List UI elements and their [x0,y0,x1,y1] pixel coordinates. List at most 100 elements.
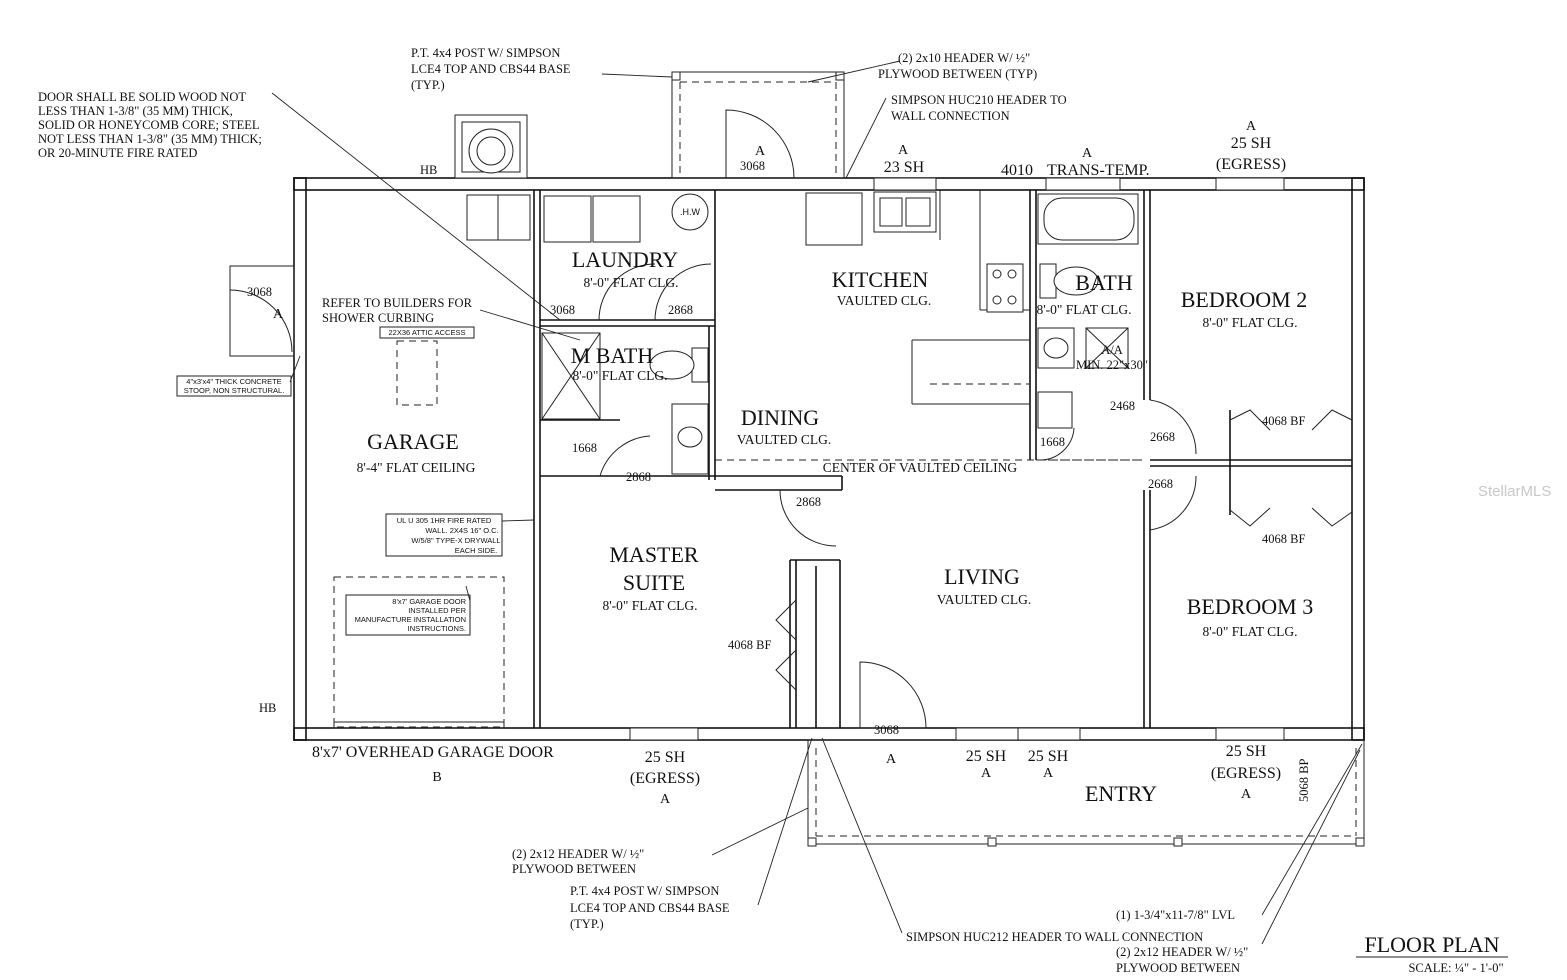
tag-door: 4068 BF [1262,414,1305,428]
tag-door: 2868 [796,495,821,509]
door-swings [229,109,1353,729]
tag-door: 3068 [550,303,575,317]
watermark: StellarMLS [1478,483,1551,500]
room-dining-ceiling: VAULTED CLG. [737,432,832,447]
tag-type-a: A [273,307,284,322]
room-bedroom2-name: BEDROOM 2 [1181,287,1308,312]
drawing-title: FLOOR PLAN [1364,932,1499,957]
room-laundry-name: LAUNDRY [572,247,678,272]
note-overhead-door: 8'x7' OVERHEAD GARAGE DOOR [312,744,554,761]
note-fire-wall-3: W/5/8" TYPE-X DRYWALL [411,536,500,545]
note-stoop-2: STOOP, NON STRUCTURAL. [184,386,285,395]
note-line: LCE4 TOP AND CBS44 BASE [411,62,571,76]
room-mbath-ceiling: 8'-0" FLAT CLG. [572,368,667,383]
tag-type-a: A [1246,119,1257,134]
room-master-name-2: SUITE [623,570,685,595]
tag-type-a: A [981,766,992,781]
room-dining-name: DINING [741,405,819,430]
note-garage-door-2: INSTALLED PER [408,606,466,615]
note-stoop-1: 4"x3'x4" THICK CONCRETE [186,377,281,386]
note-line: (2) 2x10 HEADER W/ ½" [898,51,1030,65]
tag-hb: HB [420,163,437,177]
windows [629,177,1285,741]
note-line: SIMPSON HUC210 HEADER TO [891,93,1067,107]
room-kitchen-name: KITCHEN [832,267,929,292]
note-header-2x12-right: (2) 2x12 HEADER W/ ½" PLYWOOD BETWEEN [1116,945,1248,975]
note-line: OR 20-MINUTE FIRE RATED [38,146,197,160]
tag-egress: (EGRESS) [630,770,700,787]
note-line: PLYWOOD BETWEEN [1116,961,1240,975]
note-garage-door-4: INSTRUCTIONS. [408,624,466,633]
note-fire-wall-2: WALL. 2X4S 16" O.C. [425,526,498,535]
room-bedroom2-ceiling: 8'-0" FLAT CLG. [1202,315,1297,330]
note-header-2x10: (2) 2x10 HEADER W/ ½" PLYWOOD BETWEEN (T… [878,51,1037,81]
interior-walls [533,190,1352,728]
note-line: SOLID OR HONEYCOMB CORE; STEEL [38,118,260,132]
note-line: (TYP.) [570,917,604,931]
stoop [229,265,295,357]
note-line: P.T. 4x4 POST W/ SIMPSON [570,884,719,898]
note-attic-access: 22X36 ATTIC ACCESS [389,328,466,337]
note-post-top: P.T. 4x4 POST W/ SIMPSON LCE4 TOP AND CB… [411,46,571,92]
tag-door: 3068 [247,285,272,299]
tag-hb: HB [259,701,276,715]
note-line: LCE4 TOP AND CBS44 BASE [570,901,730,915]
leader-lines [271,60,1363,945]
room-living-ceiling: VAULTED CLG. [937,592,1032,607]
note-lvl: (1) 1-3/4"x11-7/8" LVL [1116,908,1235,922]
tag-window: 25 SH [645,749,686,766]
room-bath-ceiling: 8'-0" FLAT CLG. [1036,302,1131,317]
callouts: A 3068 A 23 SH 4010 A TRANS-TEMP. A 25 S… [247,119,1311,807]
room-master-ceiling: 8'-0" FLAT CLG. [602,598,697,613]
tag-door: 2868 [668,303,693,317]
note-line: P.T. 4x4 POST W/ SIMPSON [411,46,560,60]
note-line: REFER TO BUILDERS FOR [322,296,473,310]
tag-window: 25 SH [1028,748,1069,765]
note-fire-wall-1: UL U 305 1HR FIRE RATED [397,516,492,525]
exterior-walls [293,177,1365,741]
tag-door: 5068 BP [1297,759,1311,802]
tag-window: 25 SH [966,748,1007,765]
room-garage-ceiling: 8'-4" FLAT CEILING [357,460,476,475]
note-line: PLYWOOD BETWEEN [512,862,636,876]
tag-window: 23 SH [884,159,925,176]
room-laundry-ceiling: 8'-0" FLAT CLG. [583,275,678,290]
tag-door: 2468 [1110,399,1135,413]
note-header-2x12-left: (2) 2x12 HEADER W/ ½" PLYWOOD BETWEEN [512,847,644,876]
note-garage-door-3: MANUFACTURE INSTALLATION [355,615,466,624]
tag-type-a: A [1043,766,1054,781]
tag-window: 4010 [1001,162,1033,179]
tag-type-a: A [1241,787,1252,802]
room-master-name-1: MASTER [609,542,699,567]
note-line: SHOWER CURBING [322,311,434,325]
room-garage-name: GARAGE [367,429,459,454]
tag-door: 2668 [1148,477,1173,491]
room-mbath-name: M BATH [571,343,654,368]
note-line: (TYP.) [411,78,445,92]
tag-window: 25 SH [1231,135,1272,152]
tag-type-a: A [755,144,766,159]
tag-door: 3068 [874,723,899,737]
entry-porch [807,739,1365,847]
drawing-scale: SCALE: ¼" - 1'-0" [1408,961,1503,975]
note-shower-min-1: A/A [1101,343,1123,357]
note-line: WALL CONNECTION [891,109,1010,123]
note-line: NOT LESS THAN 1-3/8" (35 MM) THICK; [38,132,262,146]
fire-wall-note-box [385,513,503,557]
tag-door: 1668 [572,441,597,455]
tag-door: 3068 [740,159,765,173]
attic-access-outline [396,340,438,406]
tag-door: 4068 BF [1262,532,1305,546]
note-line: LESS THAN 1-3/8" (35 MM) THICK, [38,104,233,118]
room-living-name: LIVING [944,564,1020,589]
tag-type-b: B [432,770,441,785]
note-line: (2) 2x12 HEADER W/ ½" [1116,945,1248,959]
tag-type-a: A [886,752,897,767]
tag-type-a: A [1082,146,1093,161]
room-bath-name: BATH [1075,270,1133,295]
tag-egress: (EGRESS) [1216,156,1286,173]
note-line: DOOR SHALL BE SOLID WOOD NOT [38,90,246,104]
room-kitchen-ceiling: VAULTED CLG. [837,293,932,308]
note-line: (2) 2x12 HEADER W/ ½" [512,847,644,861]
